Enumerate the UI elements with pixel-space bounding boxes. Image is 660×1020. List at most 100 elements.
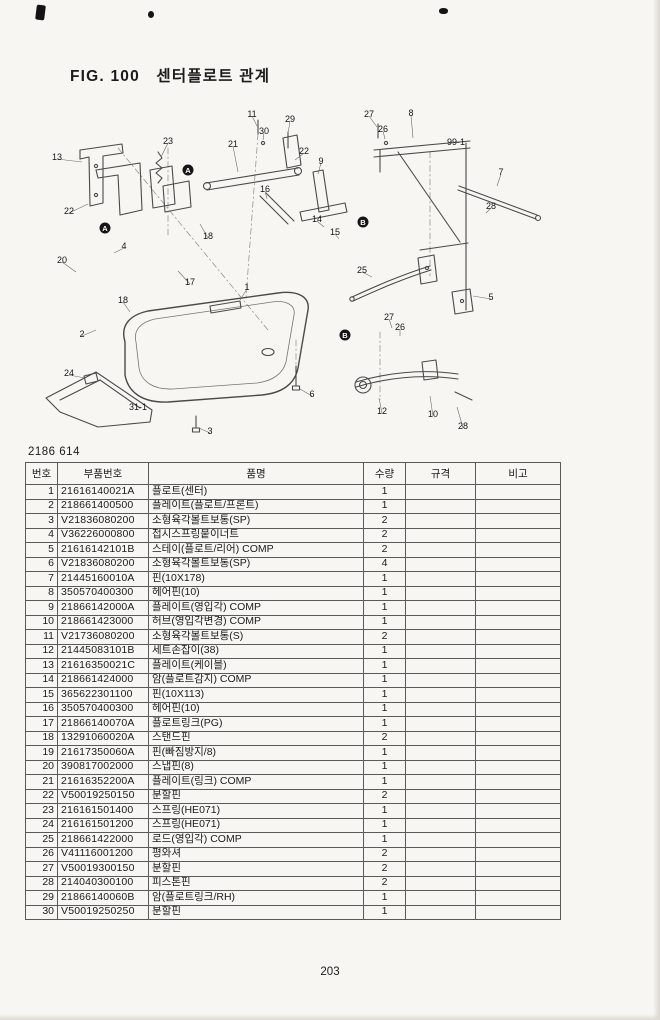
cell-qty: 1 <box>363 687 406 703</box>
part-callout: 25 <box>357 265 367 275</box>
cell-part-no: 365622301100 <box>57 687 149 703</box>
callout-leader <box>410 114 414 139</box>
cell-note <box>475 513 561 529</box>
part-callout: 99-1 <box>447 137 465 147</box>
cell-note <box>475 861 561 877</box>
cell-spec <box>405 672 476 688</box>
cell-note <box>475 832 561 848</box>
callout-leader <box>68 374 86 379</box>
cell-name: 세트손잡이(38) <box>148 643 364 659</box>
cell-note <box>475 527 561 543</box>
part-callout: 6 <box>309 389 314 399</box>
cell-qty: 1 <box>363 803 406 819</box>
cell-spec <box>405 745 476 761</box>
header-no: 번호 <box>25 462 58 485</box>
callout-leader <box>496 173 502 187</box>
cell-name: 로드(영입각) COMP <box>148 832 364 848</box>
cell-spec <box>405 513 476 529</box>
cell-note <box>475 730 561 746</box>
cell-name: 암(플로트링크/RH) <box>148 890 364 906</box>
part-callout: 15 <box>330 227 340 237</box>
part-callout: 30 <box>259 126 269 136</box>
cell-part-no: V50019250250 <box>57 904 149 920</box>
parts-diagram: 13232220418217182431-1316113029212291614… <box>45 108 542 436</box>
callout-leader <box>382 130 386 140</box>
header-note: 비고 <box>475 462 561 485</box>
part-callout: 27 <box>364 109 374 119</box>
callout-leader <box>299 388 313 397</box>
cell-no: 7 <box>25 571 58 587</box>
bracket-left <box>79 143 143 216</box>
cell-spec <box>405 904 476 920</box>
cell-name: 소형육각볼트보통(S) <box>148 629 364 645</box>
cell-qty: 1 <box>363 817 406 833</box>
cell-note <box>475 643 561 659</box>
cell-no: 26 <box>25 846 58 862</box>
part-callout: 24 <box>64 368 74 378</box>
cell-spec <box>405 527 476 543</box>
cell-name: 스프링(HE071) <box>148 803 364 819</box>
cell-spec <box>405 788 476 804</box>
callout-leader <box>56 158 83 163</box>
part-callout: 20 <box>57 255 67 265</box>
cell-qty: 2 <box>363 730 406 746</box>
callout-leader <box>81 329 97 337</box>
callout-leader <box>262 132 265 141</box>
cell-name: 소형육각볼트보통(SP) <box>148 513 364 529</box>
cell-note <box>475 484 561 500</box>
cell-part-no: V41116001200 <box>57 846 149 862</box>
cell-note <box>475 629 561 645</box>
bolt-3 <box>191 415 201 433</box>
part-callout: 29 <box>285 114 295 124</box>
header-qty: 수량 <box>363 462 406 485</box>
cell-no: 4 <box>25 527 58 543</box>
cell-note <box>475 716 561 732</box>
callout-leader <box>199 223 209 239</box>
cell-qty: 1 <box>363 716 406 732</box>
cell-part-no: 21445083101B <box>57 643 149 659</box>
cell-name: 소형육각볼트보통(SP) <box>148 556 364 572</box>
cell-qty: 1 <box>363 832 406 848</box>
cell-note <box>475 759 561 775</box>
cell-qty: 1 <box>363 904 406 920</box>
construction-lines <box>117 133 431 401</box>
cell-part-no: 13291060020A <box>57 730 149 746</box>
callout-leader <box>239 288 248 301</box>
part-callout: 10 <box>428 409 438 419</box>
cell-note <box>475 600 561 616</box>
part-callout: 26 <box>378 124 388 134</box>
cell-name: 플레이트(케이블) <box>148 658 364 674</box>
cell-name: 분할핀 <box>148 788 364 804</box>
cell-name: 플로트(센터) <box>148 484 364 500</box>
cell-part-no: 218661422000 <box>57 832 149 848</box>
view-marker-label: A <box>102 224 108 233</box>
cell-name: 스탠드핀 <box>148 730 364 746</box>
cell-spec <box>405 832 476 848</box>
part-callout: 21 <box>228 139 238 149</box>
cell-note <box>475 556 561 572</box>
rear-frame <box>373 123 471 311</box>
cell-no: 16 <box>25 701 58 717</box>
cell-note <box>475 571 561 587</box>
cell-qty: 1 <box>363 484 406 500</box>
cell-no: 19 <box>25 745 58 761</box>
callout-leader <box>198 427 211 434</box>
cell-name: 피스톤핀 <box>148 875 364 891</box>
cell-note <box>475 875 561 891</box>
view-marker-label: B <box>342 331 348 340</box>
cell-no: 2 <box>25 498 58 514</box>
cell-no: 28 <box>25 875 58 891</box>
callout-leader <box>361 271 373 278</box>
